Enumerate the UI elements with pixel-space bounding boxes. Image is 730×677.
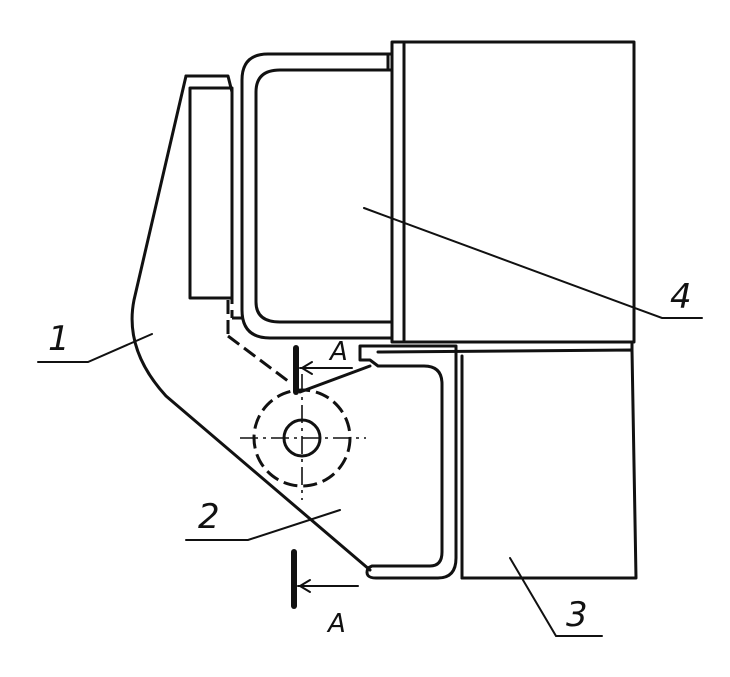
- pivot-pin: [240, 374, 366, 500]
- part-4-housing: [240, 40, 636, 344]
- callout-2: 2: [185, 497, 341, 541]
- section-arrow-head-bottom: [298, 579, 311, 593]
- leader-line-1: [37, 333, 153, 363]
- section-label-top: A: [328, 337, 348, 367]
- callout-3: 3: [509, 557, 603, 637]
- callout-4: 4: [363, 207, 703, 319]
- part-4-box: [390, 40, 636, 344]
- leader-line-4: [363, 207, 703, 319]
- part-2-channel: [358, 344, 458, 580]
- section-arrow-head-top: [300, 361, 313, 375]
- section-mark-top: A: [293, 337, 353, 395]
- leader-line-3: [509, 557, 603, 637]
- section-label-bottom: A: [326, 609, 346, 639]
- leader-line-2: [185, 509, 341, 541]
- part-1-hidden-diagonal: [227, 334, 293, 386]
- part-4-channel-inner: [254, 68, 394, 324]
- part-label-4: 4: [670, 277, 692, 317]
- part-2-top-edge: [298, 364, 372, 394]
- part-2-bracket: [298, 344, 458, 580]
- callout-1: 1: [37, 319, 153, 363]
- part-1-block: [188, 86, 234, 300]
- part-1-top-cap: [184, 74, 234, 94]
- part-1-lever: [130, 74, 372, 572]
- part-label-2: 2: [198, 497, 220, 537]
- part-3-outline: [376, 348, 638, 580]
- part-4-channel-outer: [240, 52, 394, 340]
- part-1-outline: [130, 74, 372, 572]
- part-label-3: 3: [566, 595, 588, 635]
- part-label-1: 1: [48, 319, 70, 359]
- part-3-base: [376, 342, 638, 580]
- section-mark-bottom: A: [291, 549, 359, 639]
